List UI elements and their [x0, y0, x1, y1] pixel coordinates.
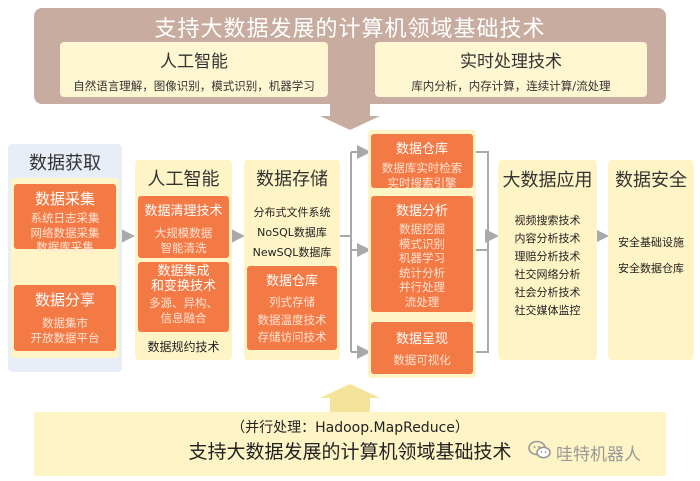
- col2-box1-item-1: 智能清洗: [160, 240, 207, 255]
- top-ai-title: 人工智能: [160, 52, 228, 72]
- col3-list: 分布式文件系统 NoSQL数据库 NewSQL数据库: [244, 203, 340, 263]
- bottom-line2: 支持大数据发展的计算机领域基础技术: [188, 441, 512, 463]
- bottom-line1: （并行处理：Hadoop.MapReduce）: [231, 420, 469, 436]
- col4-box2-item-1: 模式识别: [399, 236, 445, 251]
- col6-panel: [608, 160, 694, 360]
- col5-item-4: 社会分析技术: [514, 286, 581, 299]
- col5-item-0: 视频搜索技术: [514, 214, 581, 227]
- col4-box-present: 数据呈现 数据可视化: [371, 322, 473, 374]
- col2-box1-title: 数据清理技术: [144, 204, 223, 219]
- col4-box3-item-0: 数据可视化: [393, 353, 451, 367]
- col3-box-item-2: 存储访问技术: [257, 330, 327, 344]
- col2-title: 人工智能: [147, 169, 220, 190]
- col4-box2-item-5: 流处理: [404, 294, 440, 309]
- top-title: 支持大数据发展的计算机领域基础技术: [154, 17, 546, 42]
- top-rt-title: 实时处理技术: [460, 52, 562, 72]
- col6-list: 安全基础设施 安全数据仓库: [608, 230, 694, 282]
- col1-box-collect: 数据采集 系统日志采集 网络数据采集 数据库采集: [14, 184, 116, 254]
- col6-item-1: 安全数据仓库: [618, 262, 684, 275]
- col6-title: 数据安全: [615, 170, 687, 191]
- col2-box2-item-1: 信息融合: [160, 310, 207, 325]
- col5-item-3: 社交网络分析: [514, 268, 581, 281]
- col1-box2-title: 数据分享: [34, 291, 95, 309]
- col3-item-0: 分布式文件系统: [253, 206, 331, 219]
- col2-box2-item-0: 多源、异构、: [149, 296, 218, 310]
- col3-title: 数据存储: [256, 169, 328, 190]
- col3-box-title: 数据仓库: [265, 274, 318, 289]
- col4-box3-title: 数据呈现: [395, 332, 448, 347]
- col4-box2-item-0: 数据挖掘: [399, 222, 445, 236]
- col3-box-item-1: 数据温度技术: [257, 312, 327, 327]
- wechat-icon: [528, 440, 552, 460]
- col6-item-0: 安全基础设施: [618, 236, 684, 249]
- bottom-band: [34, 412, 666, 476]
- col4-box2-item-3: 统计分析: [399, 265, 445, 280]
- top-rt-items: 库内分析，内存计算，连续计算/流处理: [411, 79, 611, 93]
- col5-item-5: 社交媒体监控: [514, 304, 581, 317]
- col3-box-item-0: 列式存储: [269, 295, 315, 309]
- col3-item-1: NoSQL数据库: [257, 226, 327, 239]
- col2-box2-title-1: 和变换技术: [150, 279, 216, 294]
- top-ai-card: 人工智能 自然语言理解，图像识别，模式识别，机器学习: [60, 42, 328, 97]
- col4-box1-item-0: 数据库实时检索: [381, 161, 463, 175]
- col1-title: 数据获取: [29, 153, 101, 174]
- col2-box2-title-0: 数据集成: [157, 264, 210, 279]
- col1-box2-item-1: 开放数据平台: [30, 330, 100, 345]
- col5-item-2: 理赔分析技术: [514, 250, 581, 263]
- col1-box1-item-1: 网络数据采集: [30, 225, 100, 240]
- watermark-text: 哇特机器人: [556, 445, 641, 465]
- col2-box1-item-0: 大规模数据: [154, 226, 213, 240]
- col4-box1-title: 数据仓库: [395, 142, 448, 157]
- bracket-right: [476, 151, 489, 353]
- col2-box-integrate: 数据集成 和变换技术 多源、异构、 信息融合: [138, 262, 229, 332]
- col1-box1-item-2: 数据库采集: [36, 240, 94, 254]
- down-arrow-top: [320, 104, 380, 130]
- col1-box-share: 数据分享 数据集市 开放数据平台: [14, 285, 116, 351]
- col2-footer: 数据规约技术: [147, 340, 220, 354]
- top-ai-items: 自然语言理解，图像识别，模式识别，机器学习: [73, 79, 315, 93]
- col5-title: 大数据应用: [502, 170, 593, 191]
- col4-box-warehouse: 数据仓库 数据库实时检索 实时搜索引擎: [371, 134, 473, 190]
- col4-box2-item-2: 机器学习: [399, 251, 445, 265]
- col4-box-analysis: 数据分析 数据挖掘 模式识别 机器学习 统计分析 并行处理 流处理: [371, 196, 473, 312]
- col3-box-warehouse: 数据仓库 列式存储 数据温度技术 存储访问技术: [247, 266, 337, 350]
- top-rt-card: 实时处理技术 库内分析，内存计算，连续计算/流处理: [375, 42, 647, 97]
- col4-box2-item-4: 并行处理: [399, 280, 445, 294]
- col1-box1-title: 数据采集: [34, 190, 95, 208]
- col1-box2-item-0: 数据集市: [42, 316, 88, 330]
- up-arrow-bottom: [320, 384, 380, 412]
- col3-item-2: NewSQL数据库: [252, 246, 332, 259]
- col4-box2-title: 数据分析: [395, 204, 448, 219]
- col4-box1-item-1: 实时搜索引擎: [387, 175, 457, 190]
- col2-box-clean: 数据清理技术 大规模数据 智能清洗: [138, 196, 229, 258]
- col5-item-1: 内容分析技术: [514, 232, 581, 245]
- col5-list: 视频搜索技术 内容分析技术 理赔分析技术 社交网络分析 社会分析技术 社交媒体监…: [498, 212, 597, 320]
- col1-box1-item-0: 系统日志采集: [30, 211, 100, 225]
- col5-panel: [498, 160, 597, 360]
